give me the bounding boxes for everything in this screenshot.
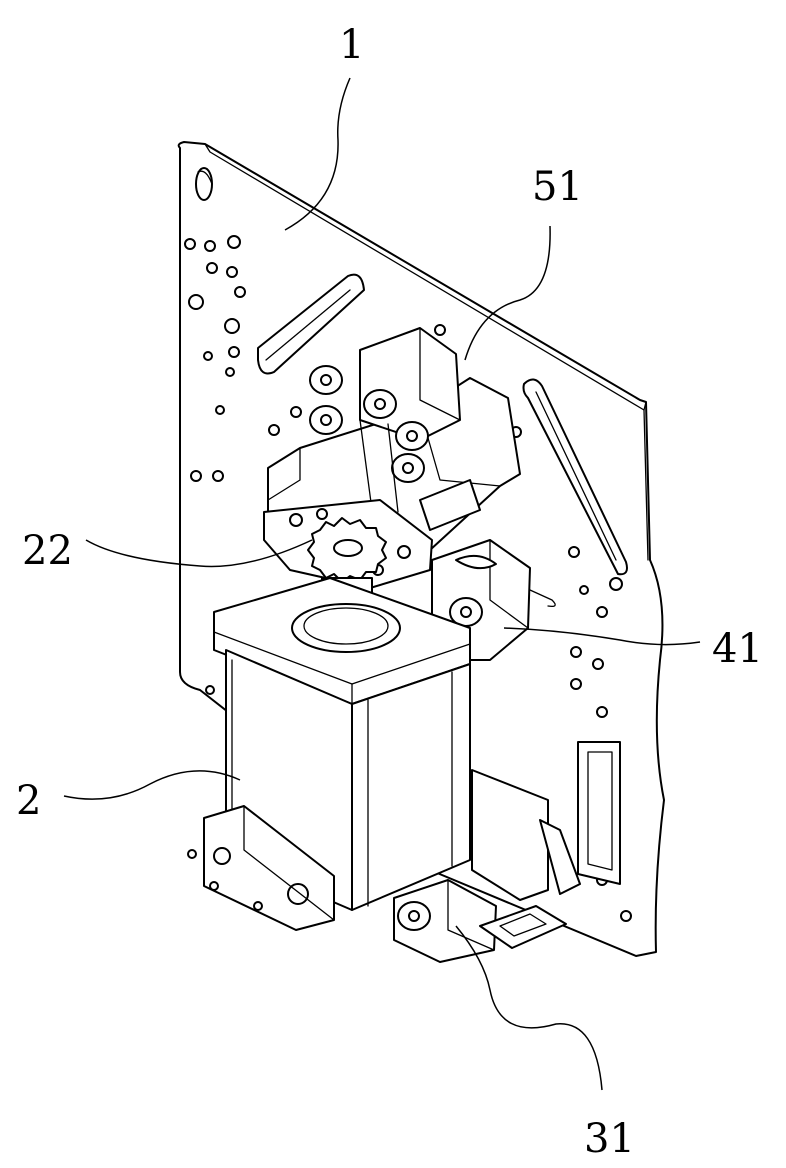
label-motor: 2	[16, 778, 41, 824]
label-side-block: 41	[712, 626, 763, 672]
leader-31	[455, 925, 603, 1091]
leader-2	[63, 770, 241, 800]
lower-block	[393, 769, 581, 963]
leader-22	[85, 539, 313, 568]
motor	[203, 577, 471, 931]
leader-51	[464, 225, 551, 361]
label-gear: 22	[22, 528, 73, 574]
leader-1	[284, 77, 351, 231]
leader-41	[503, 627, 701, 646]
label-lower-block: 31	[584, 1116, 635, 1162]
pivot-rollers	[309, 365, 429, 483]
label-top-bracket: 51	[532, 164, 583, 210]
label-plate: 1	[339, 22, 364, 68]
leader-lines	[63, 77, 701, 1091]
